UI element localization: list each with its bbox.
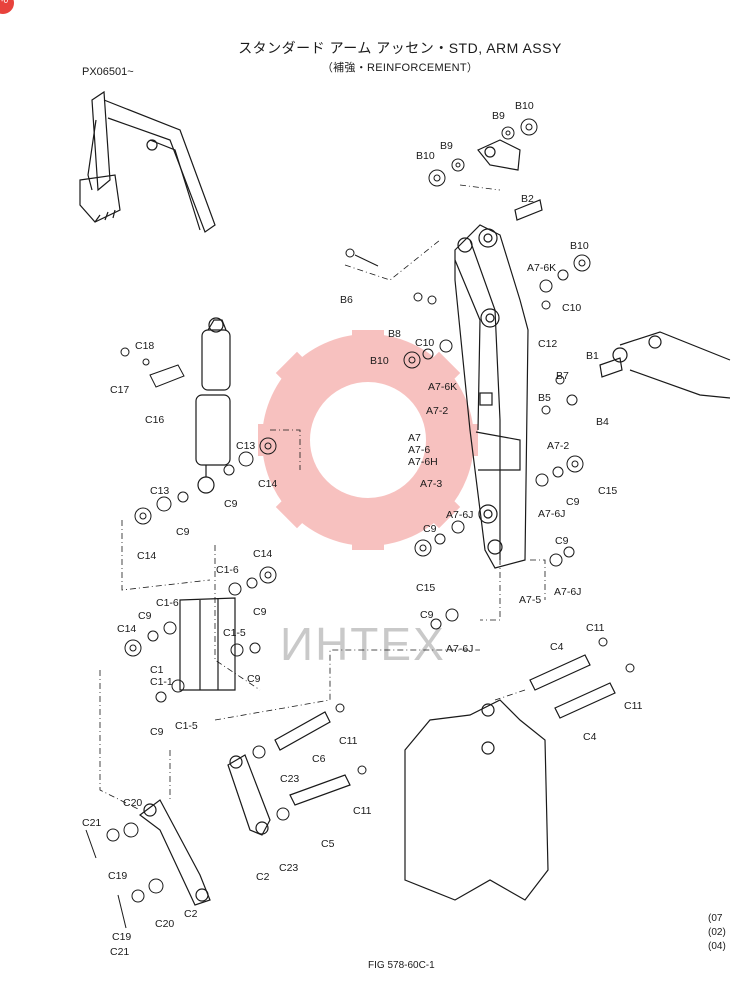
part-label: B10 (570, 240, 589, 252)
part-label: C11 (624, 700, 643, 712)
part-label: C16 (145, 414, 164, 426)
part-label: C9 (247, 673, 261, 685)
part-label: C6 (312, 753, 326, 765)
part-label: C13 (150, 485, 169, 497)
part-label: C9 (176, 526, 190, 538)
part-label: C1 (150, 664, 164, 676)
part-label: C14 (253, 548, 272, 560)
part-label: C9 (150, 726, 164, 738)
part-label: C20 (155, 918, 174, 930)
part-label: B2 (521, 193, 534, 205)
bucket-links (139, 597, 271, 906)
part-label: C17 (110, 384, 129, 396)
part-label: C19 (108, 870, 127, 882)
part-label: C10 (562, 302, 581, 314)
part-label: A7-6J (446, 509, 473, 521)
corner-badge: -0 (0, 0, 14, 14)
part-label: A7-6H (408, 456, 438, 468)
page-subtitle: （補強・REINFORCEMENT） (321, 62, 479, 74)
part-label: A7-5 (519, 594, 541, 606)
part-label: C20 (123, 797, 142, 809)
part-label: C2 (184, 908, 198, 920)
figure-code: FIG 578-60C-1 (368, 960, 435, 971)
arm-assembly (454, 224, 529, 569)
watermark-text: ИНТЕХ (280, 618, 446, 670)
part-label: A7-2 (426, 405, 448, 417)
part-label: B6 (340, 294, 353, 306)
part-label: A7-6 (408, 444, 430, 456)
model-code: PX06501~ (82, 66, 134, 78)
part-label: C1-6 (156, 597, 179, 609)
arm-cylinder (195, 317, 231, 494)
part-label: C21 (110, 946, 129, 958)
part-label: C1-1 (150, 676, 173, 688)
part-label: C15 (416, 582, 435, 594)
leader-lines (99, 184, 546, 811)
watermark-gear-logo (258, 330, 478, 550)
page-title: スタンダード アーム アッセン・STD, ARM ASSY (238, 40, 562, 56)
part-label: C10 (415, 337, 434, 349)
part-label: C12 (538, 338, 557, 350)
part-label: C1-6 (216, 564, 239, 576)
part-label: A7-6J (538, 508, 565, 520)
part-label: C9 (555, 535, 569, 547)
part-label: C4 (583, 731, 597, 743)
corner-badge-text: -0 (1, 0, 9, 5)
bucket (404, 699, 549, 901)
part-label: C11 (353, 805, 372, 817)
bolt-and-plate (85, 248, 379, 929)
boom-end (612, 331, 731, 399)
part-label: C5 (321, 838, 335, 850)
washers (106, 118, 635, 903)
part-label: C21 (82, 817, 101, 829)
part-label: C14 (117, 623, 136, 635)
part-label: C23 (279, 862, 298, 874)
part-label: B10 (416, 150, 435, 162)
pins (274, 199, 623, 806)
part-label: C9 (253, 606, 267, 618)
part-label: C9 (423, 523, 437, 535)
part-label: C14 (137, 550, 156, 562)
part-label: C19 (112, 931, 131, 943)
part-label: C4 (550, 641, 564, 653)
part-label: A7 (408, 432, 421, 444)
part-label: C11 (339, 735, 358, 747)
part-label: A7-6J (446, 643, 473, 655)
part-label: A7-6J (554, 586, 581, 598)
part-label: A7-6K (428, 381, 457, 393)
boom-top (477, 139, 521, 171)
excavator-thumbnail (79, 90, 216, 233)
part-label: C14 (258, 478, 277, 490)
part-label: C18 (135, 340, 154, 352)
part-label: C9 (138, 610, 152, 622)
serial-line-3: (04) (708, 941, 726, 952)
serial-line-1: (07 (708, 913, 723, 924)
part-label: C1-5 (175, 720, 198, 732)
part-label: C1-5 (223, 627, 246, 639)
part-label: C9 (420, 609, 434, 621)
part-label: C2 (256, 871, 270, 883)
part-label: B4 (596, 416, 609, 428)
part-label-layer: B10B9B9B10B2B10A7-6KC10B6B8C12C10B10A7-6… (82, 100, 643, 958)
part-label: B9 (492, 110, 505, 122)
part-label: B9 (440, 140, 453, 152)
part-label: B5 (538, 392, 551, 404)
part-label: C23 (280, 773, 299, 785)
part-label: B1 (586, 350, 599, 362)
part-label: C9 (224, 498, 238, 510)
part-label: A7-6K (527, 262, 556, 274)
part-label: C9 (566, 496, 580, 508)
part-label: A7-3 (420, 478, 442, 490)
part-label: C15 (598, 485, 617, 497)
part-label: B10 (370, 355, 389, 367)
serial-line-2: (02) (708, 927, 726, 938)
part-label: B10 (515, 100, 534, 112)
part-label: B8 (388, 328, 401, 340)
part-label: A7-2 (547, 440, 569, 452)
part-label: C13 (236, 440, 255, 452)
part-label: B7 (556, 370, 569, 382)
part-label: C11 (586, 622, 605, 634)
